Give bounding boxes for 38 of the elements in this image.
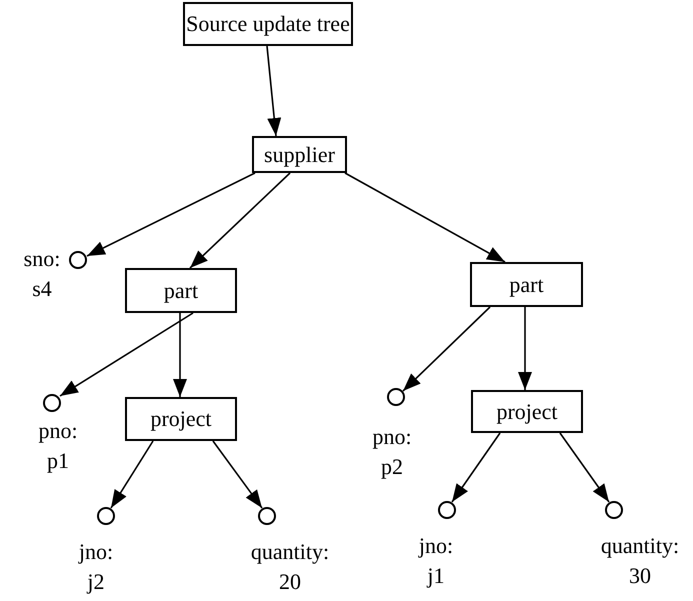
- leaf-circle: [387, 388, 405, 406]
- leaf-circle: [605, 501, 623, 519]
- arrow: [451, 432, 501, 502]
- node-label: project: [496, 398, 558, 424]
- node-label: part: [164, 278, 198, 304]
- node-label: Source update tree: [186, 11, 350, 37]
- leaf-circle: [258, 507, 276, 525]
- attribute-label: jno: j1: [418, 532, 454, 590]
- node-box: [471, 390, 583, 433]
- attribute-label: quantity: 30: [600, 532, 680, 590]
- node-label: supplier: [264, 142, 335, 168]
- node-box: [183, 2, 353, 46]
- attribute-label: quantity: 20: [250, 538, 330, 596]
- attribute-label: pno: p2: [372, 423, 412, 481]
- leaf-circle: [69, 251, 87, 269]
- leaf-circle: [438, 501, 456, 519]
- arrow: [86, 172, 256, 257]
- attribute-label: pno: p1: [38, 417, 78, 475]
- arrow: [189, 172, 291, 269]
- arrow: [110, 440, 154, 508]
- arrow: [518, 307, 532, 390]
- attribute-label: jno: j2: [78, 538, 114, 596]
- arrow: [559, 432, 610, 502]
- arrow: [60, 312, 194, 397]
- attribute-label: sno: s4: [24, 245, 60, 303]
- node-box: [125, 268, 237, 313]
- node-box: [125, 397, 237, 441]
- arrow: [344, 172, 506, 263]
- node-box: [470, 262, 583, 307]
- leaf-circle: [97, 507, 115, 525]
- node-label: part: [509, 272, 544, 298]
- arrow: [212, 440, 263, 508]
- node-label: project: [150, 406, 212, 432]
- arrow: [402, 306, 491, 392]
- leaf-circle: [43, 394, 61, 412]
- arrow: [266, 46, 282, 136]
- arrow: [173, 313, 187, 397]
- node-box: [252, 136, 347, 173]
